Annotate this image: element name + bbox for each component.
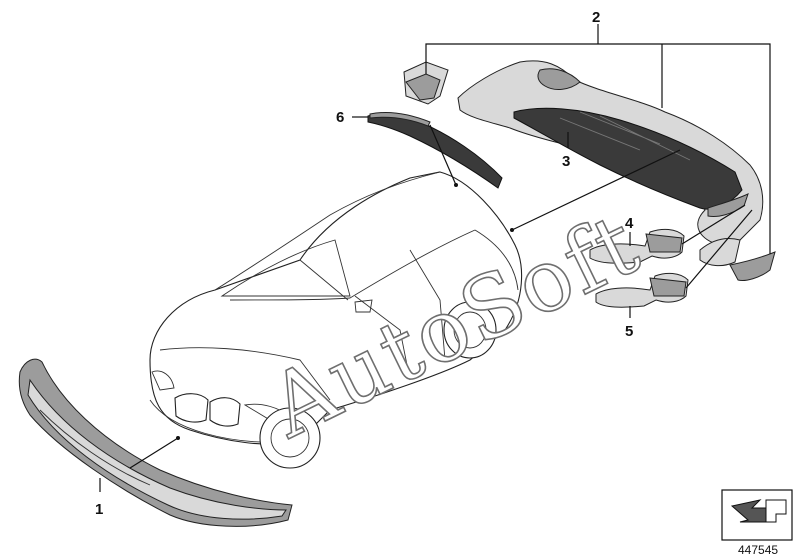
callout-1: 1	[95, 501, 103, 518]
callout-6: 6	[336, 109, 344, 126]
front-spoiler-part	[18, 358, 293, 527]
diagram-id: 447545	[738, 543, 778, 557]
callout-4: 4	[625, 215, 634, 232]
callout-3: 3	[562, 153, 570, 170]
rear-roof-spoiler-part	[367, 111, 503, 189]
callout-2: 2	[592, 9, 600, 26]
rear-diffuser-part	[513, 107, 749, 217]
tailpipe-lower-part	[595, 272, 689, 308]
leader-lines	[99, 24, 771, 492]
exploded-view-arrow-icon	[721, 489, 793, 541]
tailpipe-upper-part	[589, 228, 685, 264]
vehicle-outline	[149, 171, 523, 469]
callout-5: 5	[625, 323, 633, 340]
